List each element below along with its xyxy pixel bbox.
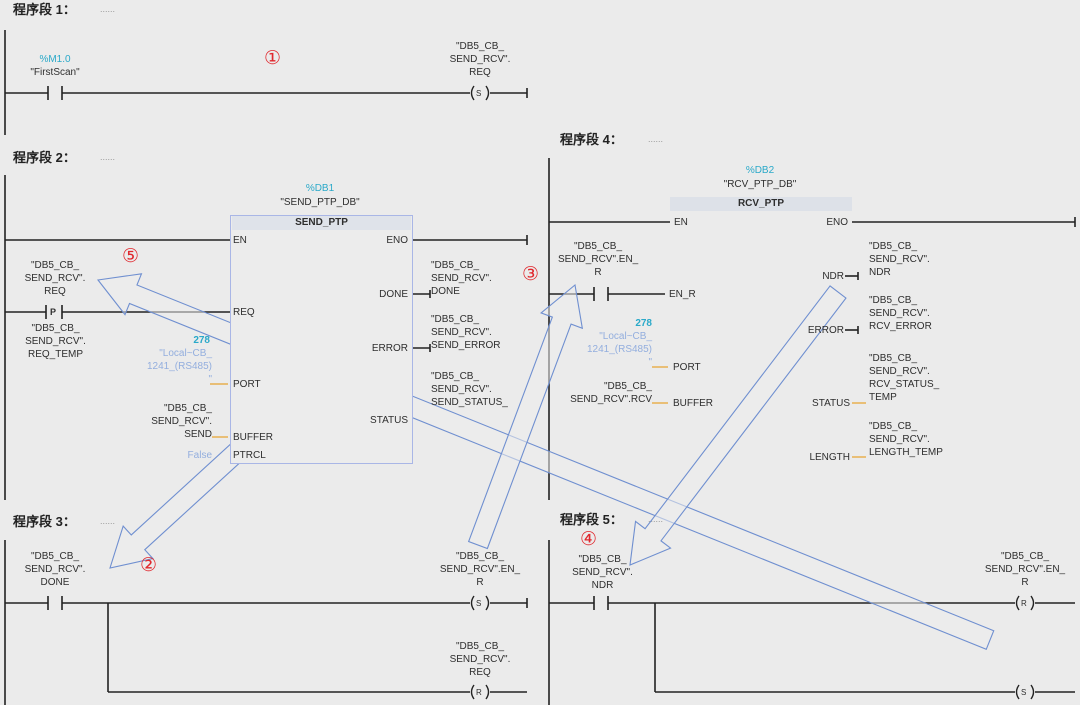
pin-ptrcl: PTRCL <box>233 450 266 461</box>
ndr-output[interactable]: "DB5_CB_ SEND_RCV". NDR <box>869 241 930 278</box>
rcv-pin-ndr: NDR <box>822 271 844 282</box>
n3-done-contact-tag[interactable]: "DB5_CB_ SEND_RCV". DONE <box>24 551 86 588</box>
pin-port: PORT <box>233 379 261 390</box>
rcv-pin-buffer: BUFFER <box>673 398 713 409</box>
pin-error: ERROR <box>371 343 408 354</box>
pin-eno: ENO <box>386 235 408 246</box>
n5-coil-en-r-tag[interactable]: "DB5_CB_ SEND_RCV".EN_ R <box>984 551 1066 588</box>
marker-3: ③ <box>522 264 540 285</box>
firstscan-tag[interactable]: "FirstScan" <box>30 67 80 78</box>
n1-coil-tag[interactable]: "DB5_CB_ SEND_RCV". REQ <box>449 41 511 78</box>
network-4-title[interactable]: 程序段 4： <box>560 132 623 147</box>
done-output[interactable]: "DB5_CB_ SEND_RCV". DONE <box>431 260 492 297</box>
send-db-name[interactable]: "SEND_PTP_DB" <box>280 197 360 208</box>
n3-coil-en-r-tag[interactable]: "DB5_CB_ SEND_RCV".EN_ R <box>439 551 521 588</box>
n5-reset-coil[interactable]: R <box>1021 599 1027 608</box>
ptrcl-value[interactable]: False <box>187 450 212 461</box>
rcv-pin-en-r: EN_R <box>669 289 696 300</box>
rcv-port-number: 278 <box>635 318 652 329</box>
rcv-port-value[interactable]: "Local~CB_ 1241_(RS485) " <box>586 331 652 368</box>
rcv-buffer-value[interactable]: "DB5_CB_ SEND_RCV".RCV <box>570 381 652 405</box>
send-port-value[interactable]: "Local~CB_ 1241_(RS485) " <box>146 348 212 385</box>
network-3-title[interactable]: 程序段 3： <box>13 514 76 529</box>
marker-1: ① <box>264 48 282 69</box>
rcv-pin-port: PORT <box>673 362 701 373</box>
pin-en: EN <box>233 235 247 246</box>
p-contact-label[interactable]: P <box>50 307 57 317</box>
arrow-4-icon <box>629 285 847 566</box>
pin-buffer: BUFFER <box>233 432 273 443</box>
n3-coil-req-tag[interactable]: "DB5_CB_ SEND_RCV". REQ <box>449 641 511 678</box>
marker-4: ④ <box>580 529 598 550</box>
network-2-comment[interactable]: ...... <box>100 152 116 162</box>
n1-set-coil[interactable]: S <box>476 89 482 98</box>
rcv-pin-length: LENGTH <box>809 452 850 463</box>
pin-done: DONE <box>379 289 408 300</box>
network-1-comment[interactable]: ...... <box>100 4 116 14</box>
send-status-output[interactable]: "DB5_CB_ SEND_RCV". SEND_STATUS_ <box>431 371 508 408</box>
marker-2: ② <box>140 555 158 576</box>
send-ptp-title: SEND_PTP <box>232 216 411 230</box>
network-5-title[interactable]: 程序段 5： <box>560 512 623 527</box>
network-5-comment[interactable]: ...... <box>648 514 664 524</box>
rcv-pin-status: STATUS <box>812 398 850 409</box>
send-port-number: 278 <box>193 335 210 346</box>
network-2-title[interactable]: 程序段 2： <box>13 150 76 165</box>
en-r-contact-tag[interactable]: "DB5_CB_ SEND_RCV".EN_ R <box>558 241 639 278</box>
network-1-title[interactable]: 程序段 1： <box>13 2 76 17</box>
length-output[interactable]: "DB5_CB_ SEND_RCV". LENGTH_TEMP <box>869 421 943 458</box>
send-buffer-value[interactable]: "DB5_CB_ SEND_RCV". SEND <box>151 403 212 440</box>
req-contact-tag[interactable]: "DB5_CB_ SEND_RCV". REQ <box>24 260 86 297</box>
pin-req: REQ <box>233 307 255 318</box>
pin-status: STATUS <box>370 415 408 426</box>
rcv-error-output[interactable]: "DB5_CB_ SEND_RCV". RCV_ERROR <box>869 295 932 332</box>
rcv-pin-en: EN <box>674 217 688 228</box>
arrow-3-icon <box>467 283 584 550</box>
send-db-number: %DB1 <box>305 183 335 194</box>
send-error-output[interactable]: "DB5_CB_ SEND_RCV". SEND_ERROR <box>431 314 501 351</box>
rcv-db-number: %DB2 <box>745 165 775 176</box>
rcv-pin-eno: ENO <box>826 217 848 228</box>
send-ptp-block[interactable] <box>230 215 413 464</box>
n5-ndr-contact-tag[interactable]: "DB5_CB_ SEND_RCV". NDR <box>572 554 633 591</box>
n5-set-coil[interactable]: S <box>1021 688 1027 697</box>
rcv-status-output[interactable]: "DB5_CB_ SEND_RCV". RCV_STATUS_ TEMP <box>869 353 940 403</box>
rcv-ptp-title[interactable]: RCV_PTP <box>670 197 852 211</box>
network-3-comment[interactable]: ...... <box>100 516 116 526</box>
req-temp-tag[interactable]: "DB5_CB_ SEND_RCV". REQ_TEMP <box>25 323 86 360</box>
rcv-pin-error: ERROR <box>807 325 844 336</box>
firstscan-address: %M1.0 <box>39 54 71 65</box>
network-4-comment[interactable]: ...... <box>648 134 664 144</box>
rcv-db-name[interactable]: "RCV_PTP_DB" <box>723 179 797 190</box>
n3-reset-coil[interactable]: R <box>476 688 482 697</box>
n3-set-coil[interactable]: S <box>476 599 482 608</box>
marker-5: ⑤ <box>122 246 140 267</box>
